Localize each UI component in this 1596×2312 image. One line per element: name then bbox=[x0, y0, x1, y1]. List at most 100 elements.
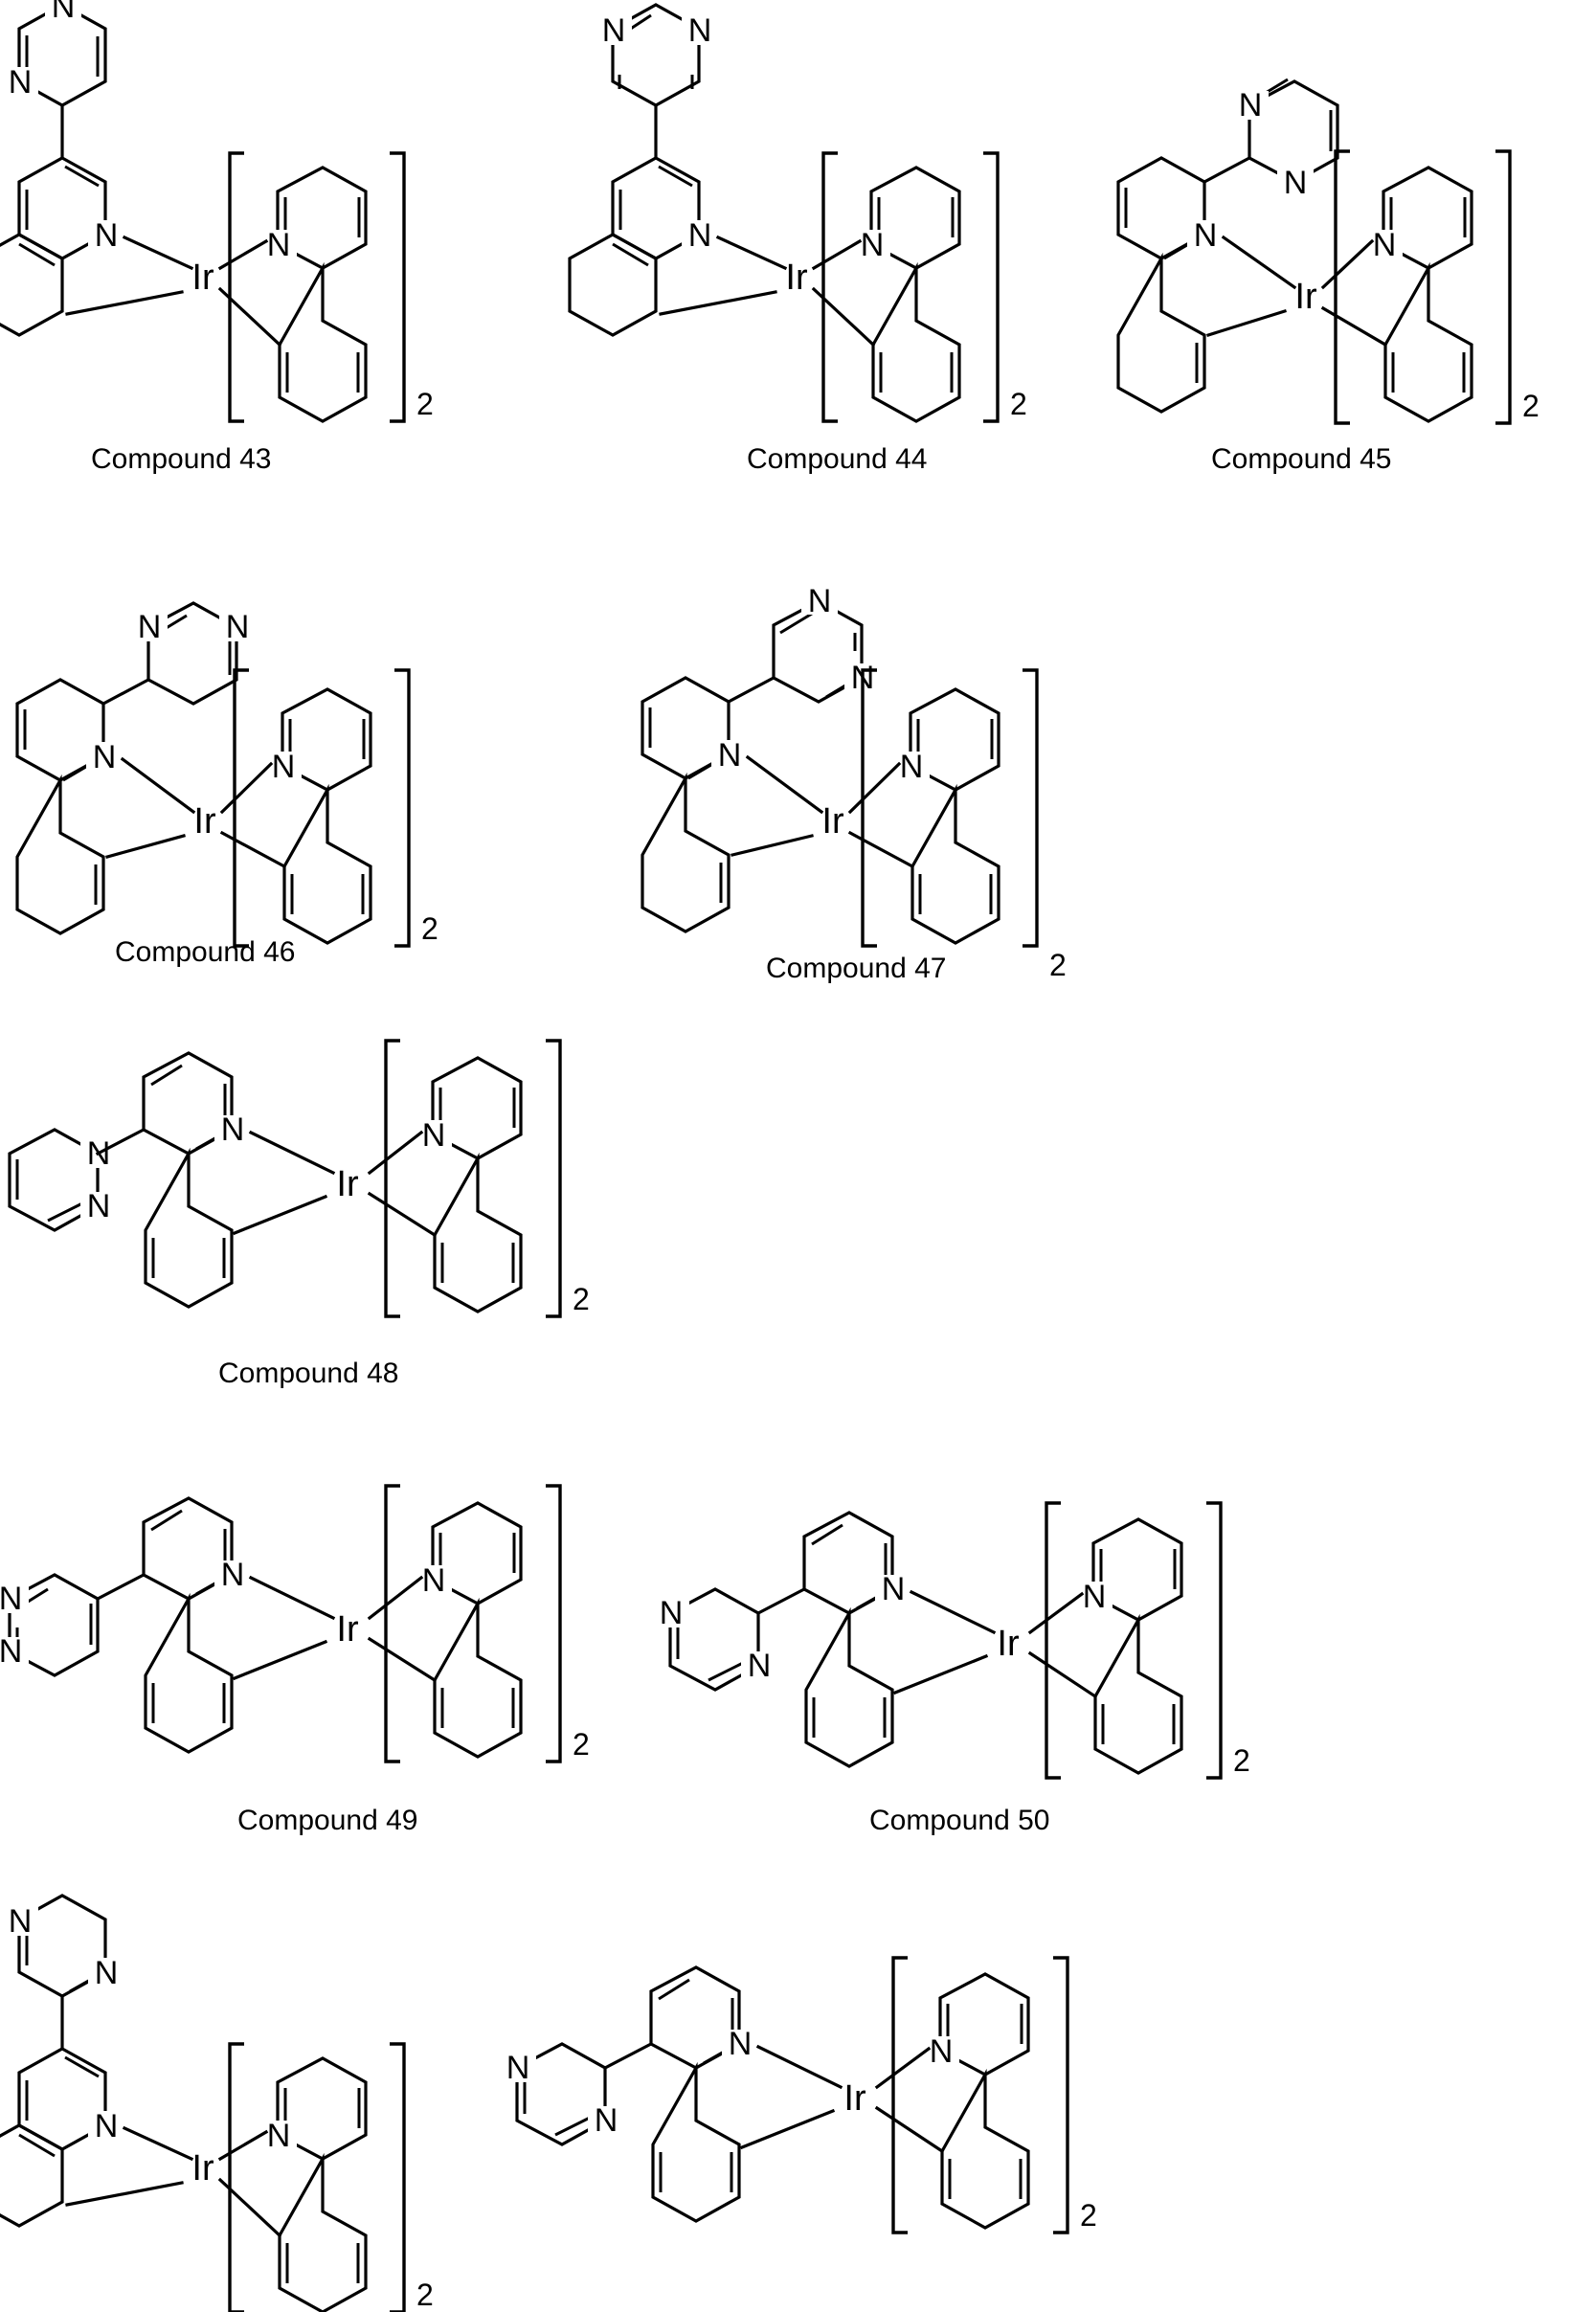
pyridine-ring-right: N bbox=[649, 1965, 758, 2070]
nitrogen-label: N bbox=[808, 583, 832, 619]
nitrogen-label: N bbox=[87, 1188, 111, 1224]
bracket-ligand-47: N 2 bbox=[847, 668, 1067, 982]
nitrogen-label: N bbox=[0, 1633, 22, 1670]
pyrimidine-ring-49: N N bbox=[0, 1573, 100, 1677]
ir-c-bond bbox=[892, 1653, 989, 1695]
iridium-label: Ir bbox=[1294, 277, 1317, 317]
nitrogen-label: N bbox=[688, 217, 712, 254]
pyrimidine-ring-48: N N bbox=[8, 1128, 117, 1232]
ligand-subscript: 2 bbox=[416, 2278, 434, 2312]
nitrogen-label: N bbox=[748, 1648, 772, 1684]
pyridine-ring-47: N bbox=[641, 676, 748, 780]
structure-compound-44: N N N Ir N 2 bbox=[568, 0, 1120, 450]
pyridine-ring-45: N bbox=[1116, 156, 1224, 260]
biaryl-bond bbox=[95, 1127, 146, 1156]
nitrogen-label: N bbox=[226, 609, 250, 645]
iridium-label: Ir bbox=[193, 801, 216, 842]
bracket-ligand-right: N 2 bbox=[874, 1956, 1097, 2234]
ir-c-bond bbox=[232, 1639, 328, 1681]
iridium-label: Ir bbox=[785, 258, 808, 298]
caption-compound-44: Compound 44 bbox=[747, 443, 928, 475]
biaryl-bond bbox=[95, 1572, 146, 1602]
ligand-subscript: 2 bbox=[1080, 2198, 1097, 2233]
phenyl-ring-47 bbox=[641, 772, 731, 933]
iridium-label: Ir bbox=[336, 1164, 359, 1204]
ir-c-bond bbox=[659, 290, 777, 316]
bracket-ligand-48: N 2 bbox=[367, 1039, 590, 1318]
ir-n-bond bbox=[745, 754, 824, 815]
structure-compound-46: N N N Ir N 2 bbox=[0, 536, 517, 986]
nitrogen-label: N bbox=[660, 1595, 684, 1631]
ir-n-bond bbox=[248, 1575, 336, 1621]
nitrogen-label: N bbox=[718, 737, 742, 774]
bracket-ligand-46: N 2 bbox=[219, 668, 438, 948]
nitrogen-label: N bbox=[602, 12, 626, 49]
nitrogen-label: N bbox=[138, 609, 162, 645]
phenyl-ring-right bbox=[651, 2061, 741, 2223]
iridium-label: Ir bbox=[843, 2078, 866, 2119]
nitrogen-label: N bbox=[1373, 227, 1397, 263]
structure-compound-50: N N N Ir N 2 bbox=[651, 1498, 1321, 1881]
caption-compound-48: Compound 48 bbox=[218, 1358, 399, 1389]
ir-c-bond bbox=[739, 2108, 836, 2150]
ir-n-bond bbox=[122, 235, 194, 271]
nitrogen-label: N bbox=[729, 2026, 753, 2062]
caption-compound-49: Compound 49 bbox=[237, 1805, 418, 1836]
iridium-label: Ir bbox=[821, 801, 844, 842]
nitrogen-label: N bbox=[267, 227, 291, 263]
phenyl-ring-left bbox=[0, 2123, 64, 2228]
iridium-label: Ir bbox=[191, 258, 214, 298]
nitrogen-label: N bbox=[882, 1571, 906, 1607]
ir-n-bond bbox=[755, 2044, 843, 2090]
ligand-subscript: 2 bbox=[421, 911, 438, 946]
phenyl-ring-43 bbox=[0, 233, 64, 337]
nitrogen-label: N bbox=[221, 1557, 245, 1593]
nitrogen-label: N bbox=[1083, 1579, 1107, 1615]
ligand-subscript: 2 bbox=[1049, 948, 1067, 982]
biaryl-bond bbox=[726, 675, 776, 705]
iridium-label: Ir bbox=[191, 2148, 214, 2189]
ir-c-bond bbox=[731, 834, 814, 857]
ligand-subscript: 2 bbox=[573, 1282, 590, 1316]
ir-n-bond bbox=[715, 235, 788, 271]
ligand-subscript: 2 bbox=[1233, 1743, 1250, 1778]
ir-n-bond bbox=[120, 756, 196, 815]
bracket-ligand-50: N 2 bbox=[1027, 1501, 1250, 1780]
ir-c-bond bbox=[1205, 308, 1288, 338]
bracket-ligand-43: N 2 bbox=[217, 151, 434, 423]
nitrogen-label: N bbox=[506, 2050, 530, 2086]
biaryl-bond bbox=[1202, 155, 1252, 185]
nitrogen-label: N bbox=[0, 1581, 22, 1617]
pyridine-ring-50: N bbox=[802, 1511, 911, 1615]
nitrogen-label: N bbox=[93, 739, 117, 775]
pyrimidine-ring-46: N N bbox=[131, 601, 256, 706]
nitrogen-label: N bbox=[1284, 165, 1308, 201]
ir-c-bond bbox=[65, 290, 184, 316]
nitrogen-label: N bbox=[9, 1903, 33, 1940]
ir-n-bond bbox=[122, 2125, 194, 2162]
caption-compound-43: Compound 43 bbox=[91, 443, 272, 475]
caption-compound-45: Compound 45 bbox=[1211, 443, 1392, 475]
nitrogen-label: N bbox=[422, 1562, 446, 1599]
caption-compound-50: Compound 50 bbox=[869, 1805, 1050, 1836]
nitrogen-label: N bbox=[688, 12, 712, 49]
nitrogen-label: N bbox=[221, 1111, 245, 1148]
ligand-subscript: 2 bbox=[416, 387, 434, 421]
nitrogen-label: N bbox=[861, 227, 885, 263]
caption-compound-47: Compound 47 bbox=[766, 953, 947, 984]
structure-compound-48: N N N Ir N 2 bbox=[0, 1029, 661, 1412]
phenyl-ring-45 bbox=[1116, 252, 1206, 414]
iridium-label: Ir bbox=[997, 1624, 1020, 1664]
nitrogen-label: N bbox=[267, 2118, 291, 2154]
nitrogen-label: N bbox=[595, 2102, 618, 2139]
nitrogen-label: N bbox=[95, 1955, 119, 1991]
ligand-subscript: 2 bbox=[1522, 389, 1540, 423]
phenyl-ring-49 bbox=[144, 1592, 234, 1754]
ir-c-bond bbox=[65, 2181, 184, 2207]
pyrimidine-ring-44: N N bbox=[596, 3, 718, 107]
ir-n-bond bbox=[1221, 235, 1297, 290]
structure-compound-unlabeled-right: N N N Ir N 2 bbox=[498, 1953, 1168, 2307]
pyrazine-ring-right: N N bbox=[500, 2042, 624, 2146]
structure-compound-unlabeled-left: N N N Ir N 2 bbox=[0, 1881, 527, 2312]
nitrogen-label: N bbox=[422, 1117, 446, 1154]
